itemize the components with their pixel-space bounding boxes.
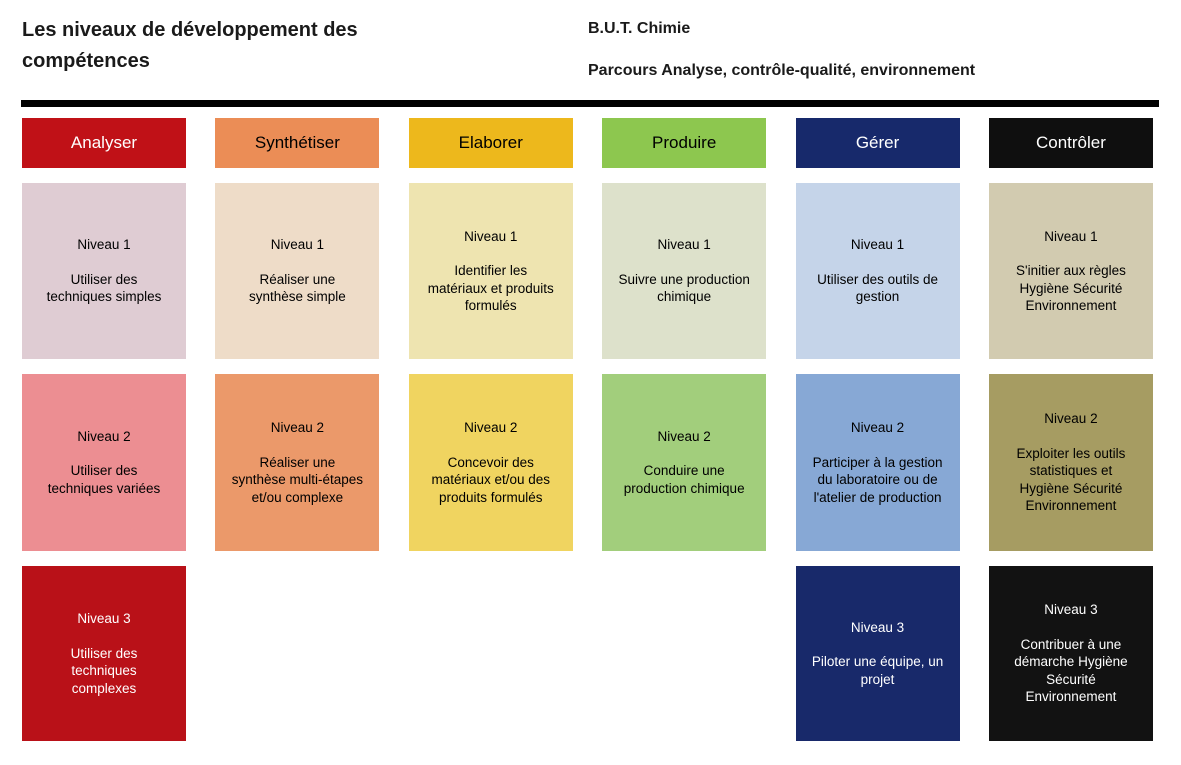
level-cell-analyser-niveau3: Niveau 3 Utiliser des techniques complex… [22,566,186,741]
level-description: Participer à la gestion du laboratoire o… [812,454,943,505]
column-header-synthetiser: Synthétiser [215,118,380,168]
program-name: B.U.T. Chimie [588,20,691,37]
level-title: Niveau 3 [850,619,905,635]
level-description: Réaliser une synthèse simple [248,271,346,305]
level-title: Niveau 2 [77,428,131,444]
level-title: Niveau 2 [270,420,325,435]
level-cell-elaborer-niveau1: Niveau 1 Identifier les matériaux et pro… [408,183,573,359]
level-cell-gerer-niveau3: Niveau 3 Piloter une équipe, un projet [795,566,960,741]
level-cell-analyser-niveau2: Niveau 2 Utiliser des techniques variées [22,374,186,551]
level-title: Niveau 1 [270,237,325,253]
level-title: Niveau 2 [464,420,518,435]
separator-rule [21,100,1159,107]
page-title: Les niveaux de développement des compéte… [22,19,358,72]
level-description: Conduire une production chimique [623,463,745,496]
level-cell-gerer-niveau2: Niveau 2 Participer à la gestion du labo… [795,374,960,551]
level-cell-produire-niveau2: Niveau 2 Conduire une production chimiqu… [602,374,767,551]
level-cell-controler-niveau2: Niveau 2 Exploiter les outils statistiqu… [988,374,1153,551]
level-description: Utiliser des outils de gestion [817,271,938,305]
column-header-gerer: Gérer [795,118,960,168]
competences-grid: Analyser Synthétiser Elaborer Produire G… [22,118,1153,741]
level-title: Niveau 3 [77,611,131,626]
document-heading: B.U.T. Chimie Parcours Analyse, contrôle… [588,19,975,81]
level-description: Utiliser des techniques variées [47,463,161,496]
level-cell-analyser-niveau1: Niveau 1 Utiliser des techniques simples [22,183,186,359]
level-title: Niveau 1 [1044,228,1098,244]
level-cell-controler-niveau1: Niveau 1 S'initier aux règles Hygiène Sé… [988,183,1153,359]
column-header-elaborer: Elaborer [408,118,573,168]
column-header-controler: Contrôler [988,118,1153,168]
level-description: Contribuer à une démarche Hygiène Sécuri… [1014,636,1128,705]
level-cell-produire-niveau1: Niveau 1 Suivre une production chimique [602,183,767,359]
level-description: Suivre une production chimique [618,271,750,305]
column-header-produire: Produire [602,118,767,168]
level-title: Niveau 1 [657,237,711,253]
level-cell-controler-niveau3: Niveau 3 Contribuer à une démarche Hygiè… [988,566,1153,741]
level-description: Piloter une équipe, un projet [811,654,944,687]
level-title: Niveau 2 [1044,411,1098,427]
level-cell-elaborer-niveau2: Niveau 2 Concevoir des matériaux et/ou d… [408,374,573,551]
level-description: Utiliser des techniques simples [46,271,162,305]
level-title: Niveau 1 [77,237,131,253]
level-title: Niveau 2 [657,428,711,444]
level-description: S'initier aux règles Hygiène Sécurité En… [1016,263,1126,313]
level-cell-gerer-niveau1: Niveau 1 Utiliser des outils de gestion [795,183,960,359]
level-title: Niveau 1 [850,237,905,253]
level-description: Concevoir des matériaux et/ou des produi… [431,454,551,505]
level-description: Réaliser une synthèse multi-étapes et/ou… [231,454,364,505]
level-title: Niveau 3 [1044,602,1098,618]
level-description: Identifier les matériaux et produits for… [427,263,554,313]
level-cell-synthetiser-niveau1: Niveau 1 Réaliser une synthèse simple [215,183,380,359]
level-title: Niveau 2 [850,420,905,435]
level-description: Exploiter les outils statistiques et Hyg… [1016,445,1126,514]
track-name: Parcours Analyse, contrôle-qualité, envi… [588,62,976,79]
level-description: Utiliser des techniques complexes [70,645,138,696]
level-title: Niveau 1 [464,228,518,244]
column-header-analyser: Analyser [22,118,186,168]
level-cell-synthetiser-niveau2: Niveau 2 Réaliser une synthèse multi-éta… [215,374,380,551]
